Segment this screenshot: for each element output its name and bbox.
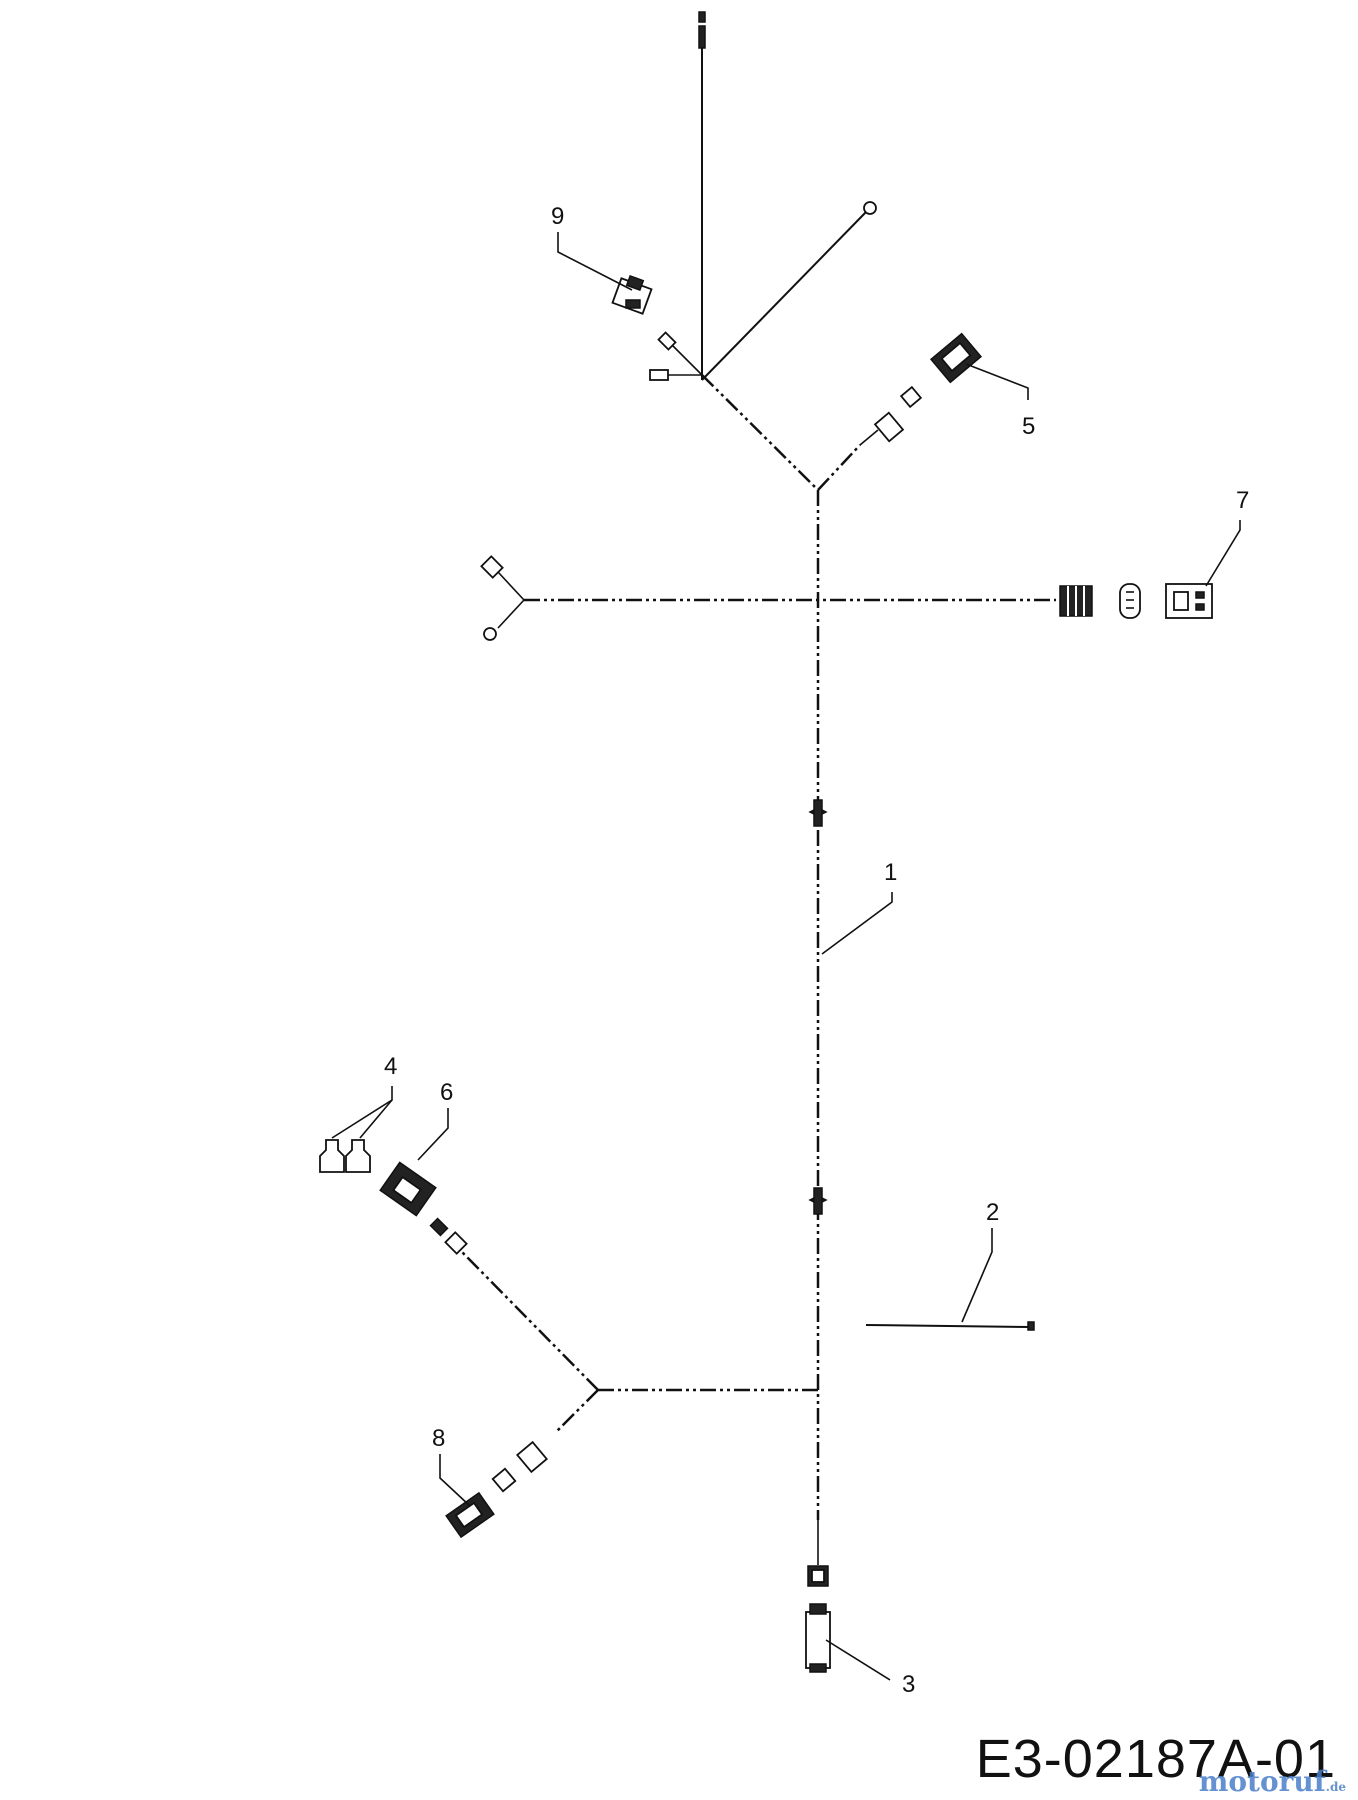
top-vertical-lead xyxy=(698,11,706,380)
horizontal-cross-branch xyxy=(480,555,1056,641)
connector-9-group xyxy=(611,274,653,315)
upper-harness-branches xyxy=(701,374,879,491)
trunk-clip-upper xyxy=(808,799,828,827)
drawing-code: E3-02187A-01 xyxy=(975,1729,1336,1789)
callout-3: 3 xyxy=(902,1671,915,1698)
trunk-clip-lower xyxy=(808,1187,828,1215)
watermark-tld: .de xyxy=(1325,1780,1346,1794)
lower-harness-branches xyxy=(459,1249,818,1433)
connector-5-group xyxy=(873,332,983,443)
callout-7: 7 xyxy=(1236,487,1249,514)
callout-1: 1 xyxy=(884,859,897,886)
watermark-logo: motoruf.de xyxy=(1199,1765,1346,1798)
connector-8-group xyxy=(445,1440,548,1539)
connector-3-group xyxy=(805,1565,831,1673)
callout-6: 6 xyxy=(440,1079,453,1106)
callout-4: 4 xyxy=(384,1053,397,1080)
callout-2: 2 xyxy=(986,1199,999,1226)
callout-5: 5 xyxy=(1022,413,1035,440)
watermark-brand: motoruf xyxy=(1198,1765,1326,1798)
leader-lines xyxy=(331,232,1241,1681)
callout-8: 8 xyxy=(432,1425,445,1452)
connector-7-group xyxy=(1059,583,1213,619)
cable-tie-2 xyxy=(865,1321,1035,1331)
terminals-4 xyxy=(319,1139,371,1173)
main-trunk xyxy=(808,490,828,1565)
ring-terminal-lead-top xyxy=(701,201,877,381)
callout-9: 9 xyxy=(551,203,564,230)
top-hub-connectors xyxy=(649,331,703,381)
connector-6-group xyxy=(379,1161,468,1255)
